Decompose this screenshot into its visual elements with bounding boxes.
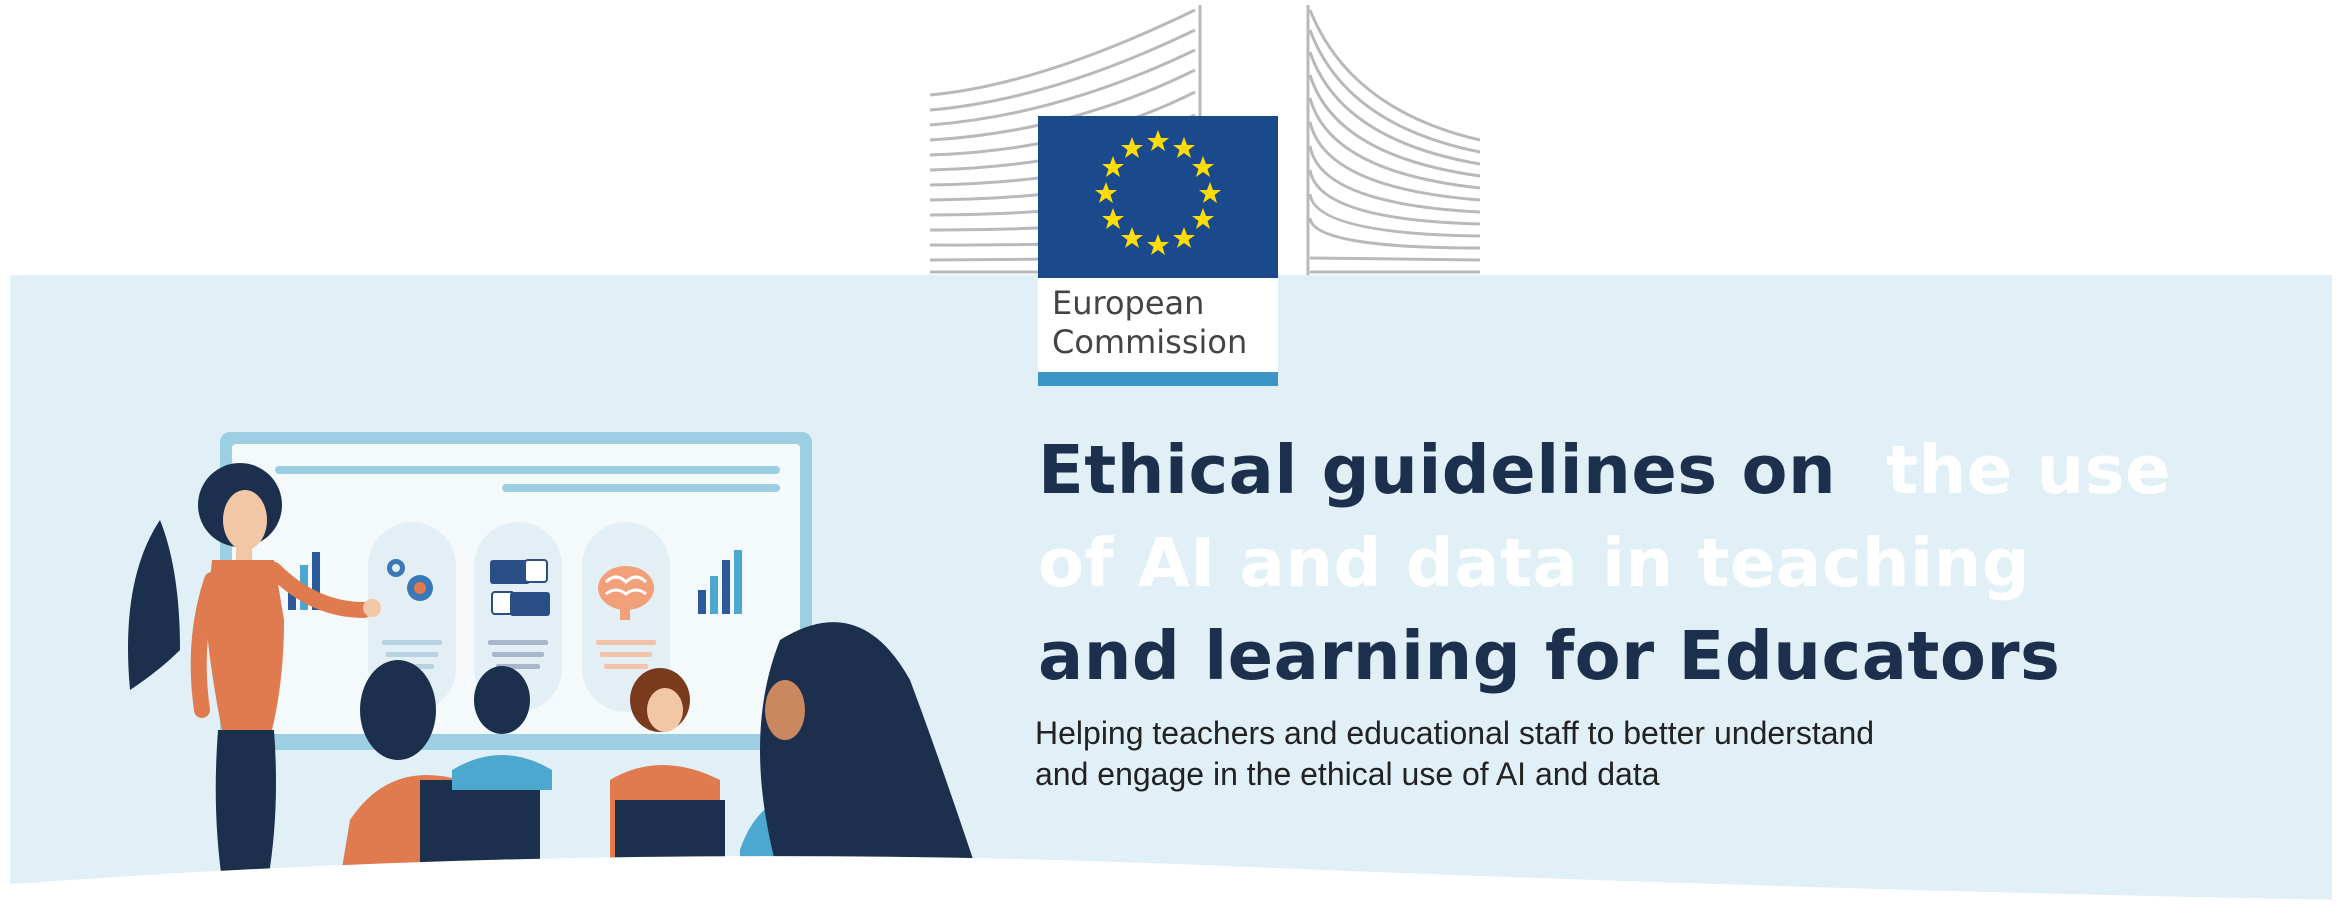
logo-text: European Commission [1052,284,1247,362]
eu-stars-icon [1095,130,1221,255]
page-title: Ethical guidelines on the use of AI and … [1038,424,2197,703]
bottom-wave-graphic [0,856,2344,915]
logo-line-1: European [1052,284,1205,322]
subtitle-line-2: and engage in the ethical use of AI and … [1035,756,1660,792]
students-group [340,622,980,880]
title-line-2: of AI and data in teaching [1038,517,2197,610]
teacher-figure [128,463,381,880]
title-line-3: and learning for Educators [1038,617,2061,695]
eu-flag [1038,116,1278,278]
title-line-1-highlight: the use [1860,431,2197,509]
brain-icon [598,566,654,620]
logo-line-2: Commission [1052,323,1248,361]
subtitle-line-1: Helping teachers and educational staff t… [1035,715,1875,751]
gears-icon [387,559,433,601]
european-commission-logo: European Commission [1038,116,1278,386]
subtitle: Helping teachers and educational staff t… [1035,713,1874,795]
logo-stripe [1038,372,1278,386]
title-line-2-highlight: of AI and data in teaching [1038,524,2056,602]
classroom-illustration [128,432,980,880]
chat-bubbles-icon [490,559,550,616]
title-line-1-plain: Ethical guidelines on [1038,431,1837,509]
title-line-1: Ethical guidelines on the use [1038,424,2197,517]
